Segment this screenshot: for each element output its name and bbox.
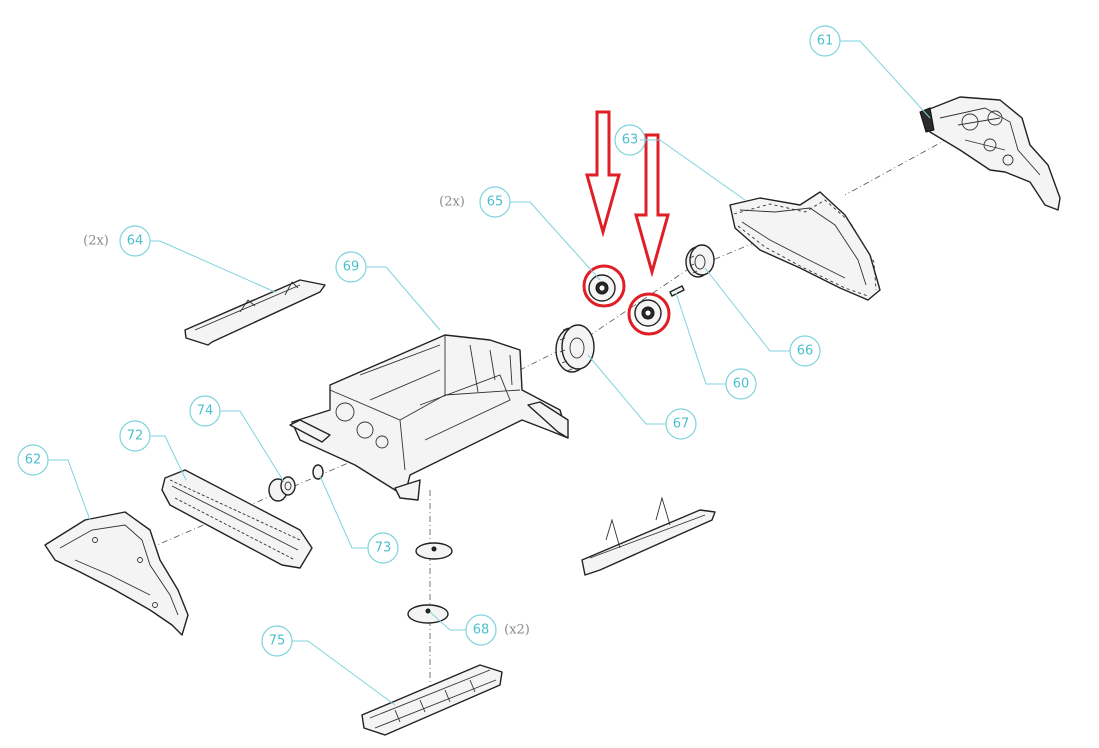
svg-text:64: 64	[127, 234, 144, 249]
svg-text:75: 75	[269, 634, 286, 649]
part-65-bearing-upper	[588, 274, 616, 302]
svg-text:63: 63	[622, 133, 639, 148]
svg-text:68: 68	[473, 623, 490, 638]
part-62-left-side-panel	[44, 511, 189, 636]
part-69-chassis	[289, 334, 569, 501]
callout-61: 61	[809, 25, 841, 57]
callout-73: 73	[367, 532, 399, 564]
callout-65: 65	[479, 186, 511, 218]
svg-text:67: 67	[673, 417, 690, 432]
leader-lines	[48, 40, 931, 706]
svg-text:66: 66	[797, 344, 814, 359]
callout-74: 74	[189, 395, 221, 427]
callout-69: 69	[335, 251, 367, 283]
red-arrow-down-icon	[585, 110, 621, 238]
callout-66: 66	[789, 335, 821, 367]
part-65-bearing-lower	[634, 299, 662, 327]
svg-text:72: 72	[127, 429, 144, 444]
red-arrow-down-icon	[634, 133, 670, 278]
callout-60: 60	[725, 368, 757, 400]
callout-64: 64	[119, 225, 151, 257]
part-73-ring	[312, 464, 324, 480]
part-72-left-track	[161, 469, 313, 569]
quantity-label-64: (2x)	[83, 234, 109, 249]
svg-text:65: 65	[487, 195, 504, 210]
svg-text:61: 61	[817, 34, 834, 49]
lower-right-cover-part	[581, 496, 716, 576]
callout-62: 62	[17, 444, 49, 476]
callout-68: 68	[465, 614, 497, 646]
part-63-right-track	[729, 191, 881, 301]
svg-text:73: 73	[375, 541, 392, 556]
svg-text:74: 74	[197, 404, 214, 419]
highlight-circle-bearing-upper	[582, 264, 626, 308]
svg-text:62: 62	[25, 453, 42, 468]
part-66-pulley	[685, 244, 715, 278]
callout-67: 67	[665, 408, 697, 440]
part-61-right-side-panel	[919, 96, 1061, 211]
part-74-bushing	[268, 476, 296, 502]
part-68-disc-upper	[415, 542, 453, 560]
svg-text:60: 60	[733, 377, 750, 392]
part-75-bottom-grille	[361, 664, 503, 736]
svg-text:69: 69	[343, 260, 360, 275]
part-64-top-cover	[184, 279, 326, 346]
part-67-drive-gear	[555, 324, 595, 373]
part-60-pin	[669, 285, 685, 297]
callout-72: 72	[119, 420, 151, 452]
highlight-circle-bearing-lower	[627, 292, 671, 336]
quantity-label-68: (x2)	[504, 623, 530, 638]
quantity-label-65: (2x)	[439, 195, 465, 210]
part-68-disc-lower	[407, 604, 449, 624]
callout-75: 75	[261, 625, 293, 657]
callout-63: 63	[614, 124, 646, 156]
